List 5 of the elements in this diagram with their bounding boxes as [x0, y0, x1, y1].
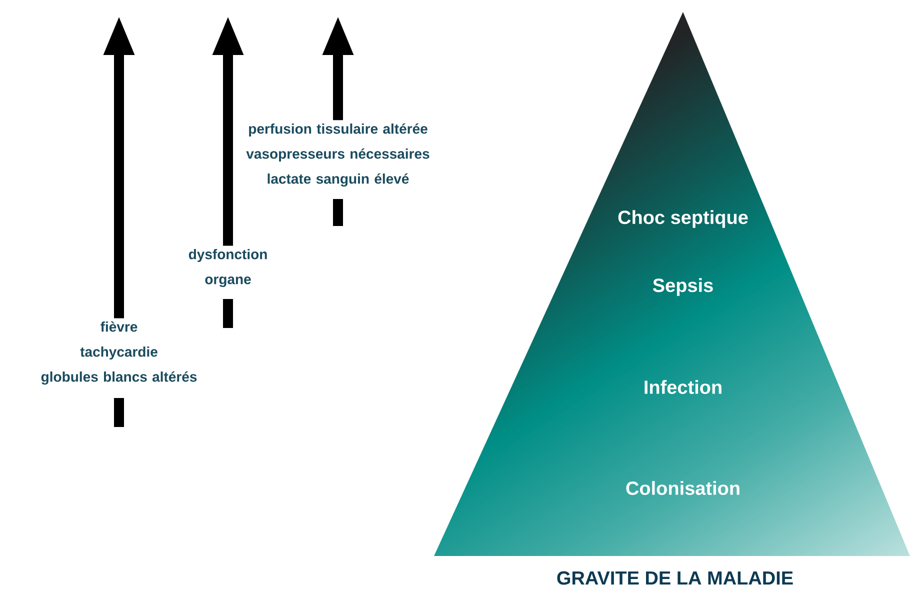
symptom-text: dysfonction organe	[188, 248, 267, 288]
caption: GRAVITE DE LA MALADIE	[557, 571, 793, 585]
symptom-text: fièvre tachycardie globules blancs altérés	[41, 321, 197, 385]
pyramid: Choc septique Sepsis Infection Colonisation	[618, 210, 748, 495]
symptom-text: perfusion tissulaire altérée vasopresseurs nécessaires lactate sanguin élevé	[246, 123, 430, 187]
